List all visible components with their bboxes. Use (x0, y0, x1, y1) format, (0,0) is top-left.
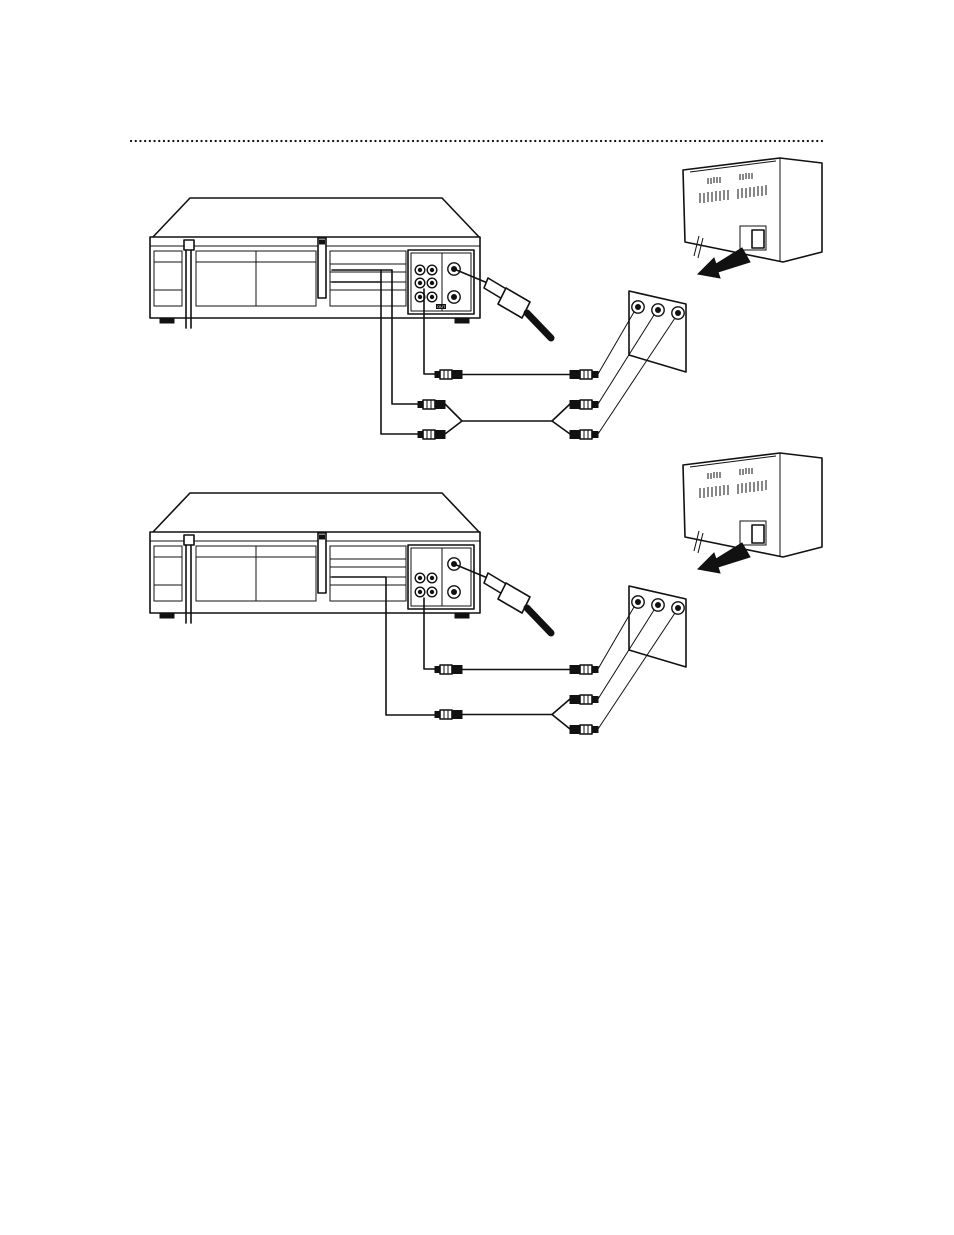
panel-bottom (150, 453, 822, 734)
vcr-jack-tag: OUT (437, 304, 446, 309)
cable-end (570, 370, 598, 379)
arrow-icon (698, 543, 750, 573)
cable-end (570, 430, 598, 439)
cable-end (435, 370, 462, 379)
vcr-icon (150, 198, 480, 328)
cable-end (570, 695, 598, 704)
panel-top: OUT (150, 158, 822, 439)
arrow-icon (698, 248, 750, 278)
cable-end (570, 725, 598, 734)
cable-end (418, 400, 445, 409)
tv-icon (683, 158, 822, 262)
cable-end (418, 430, 445, 439)
cable-end (435, 665, 462, 674)
tv-icon (683, 453, 822, 557)
cable-end (570, 665, 598, 674)
cable-end (435, 710, 462, 719)
cable-end (570, 400, 598, 409)
vcr-icon (150, 493, 480, 623)
